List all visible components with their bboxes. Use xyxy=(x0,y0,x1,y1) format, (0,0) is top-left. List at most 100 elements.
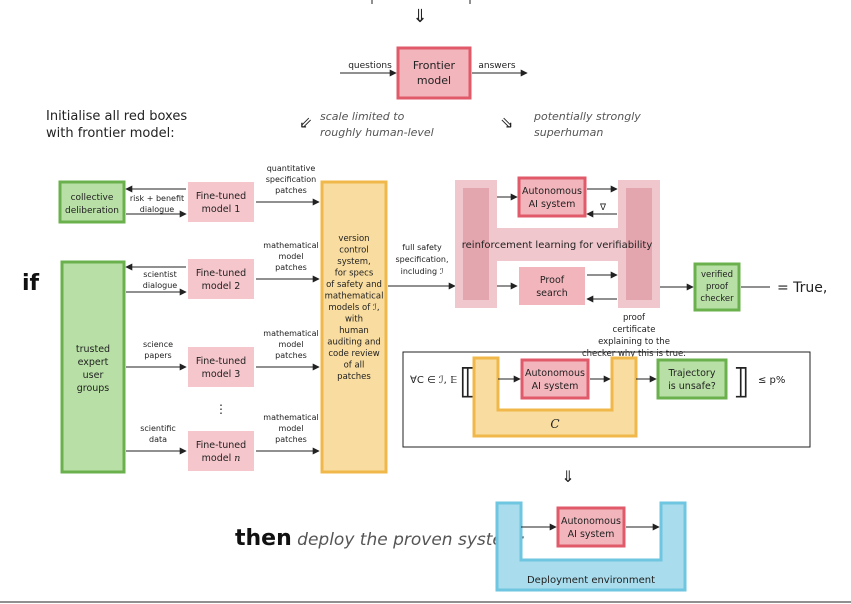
fine-tuned-model-2-box: Fine-tuned model 2 xyxy=(188,259,254,299)
right-note-1: potentially strongly xyxy=(533,110,641,123)
svg-text:patches: patches xyxy=(275,186,307,195)
fine-tuned-model-n-box: Fine-tuned model n xyxy=(188,431,254,471)
svg-text:model n: model n xyxy=(202,453,241,464)
svg-text:is unsafe?: is unsafe? xyxy=(668,381,716,392)
deploy-env-label: Deployment environment xyxy=(527,575,655,586)
right-note-2: superhuman xyxy=(534,126,603,139)
svg-text:Autonomous: Autonomous xyxy=(525,368,585,379)
svg-text:model: model xyxy=(279,340,304,349)
autonomous-ai-box-deploy: Autonomous AI system xyxy=(556,506,626,548)
svg-text:specification: specification xyxy=(266,175,316,184)
svg-text:AI system: AI system xyxy=(532,381,579,392)
then-line: then deploy the proven system: xyxy=(235,526,525,551)
vcs-line: of safety and xyxy=(326,280,382,290)
svg-text:dialogue: dialogue xyxy=(143,281,177,290)
svg-text:expert: expert xyxy=(78,357,109,368)
svg-text:Fine-tuned: Fine-tuned xyxy=(196,356,246,367)
then-rest: deploy the proven system: xyxy=(292,530,525,550)
svg-text:AI system: AI system xyxy=(529,199,576,210)
then-word: then xyxy=(235,526,292,551)
svg-text:groups: groups xyxy=(77,383,110,394)
svg-text:patches: patches xyxy=(275,263,307,272)
fine-tuned-model-3-box: Fine-tuned model 3 xyxy=(188,347,254,387)
init-text-2: with frontier model: xyxy=(46,126,175,141)
svg-text:certificate: certificate xyxy=(613,325,656,335)
rl-verifiability-block: reinforcement learning for verifiability xyxy=(455,180,660,308)
autonomous-ai-box-top: Autonomous AI system xyxy=(517,176,587,218)
ftn-var: n xyxy=(234,453,240,464)
init-text-1: Initialise all red boxes xyxy=(46,109,187,124)
down-right-arrow: ⇘ xyxy=(500,113,513,132)
down-left-arrow: ⇙ xyxy=(299,113,312,132)
svg-text:model 3: model 3 xyxy=(202,369,241,380)
vcs-line: mathematical xyxy=(325,292,384,302)
answers-label: answers xyxy=(478,61,516,71)
ftn-label-2: model xyxy=(202,453,235,464)
svg-text:mathematical: mathematical xyxy=(263,241,318,250)
svg-text:proof: proof xyxy=(706,282,729,292)
svg-text:mathematical: mathematical xyxy=(263,413,318,422)
c-shape xyxy=(472,356,638,438)
vcs-line: code review xyxy=(328,349,379,359)
left-note-1: scale limited to xyxy=(320,110,405,123)
risk-label-1: risk + benefit xyxy=(130,194,184,203)
frontier-label-2: model xyxy=(417,74,451,87)
left-note-2: roughly human-level xyxy=(320,126,434,139)
svg-text:model: model xyxy=(279,252,304,261)
vcs-line: with xyxy=(345,315,363,325)
trajectory-unsafe-box: Trajectory is unsafe? xyxy=(656,358,728,400)
svg-text:mathematical: mathematical xyxy=(263,329,318,338)
svg-text:Autonomous: Autonomous xyxy=(561,516,621,527)
collective-2: deliberation xyxy=(65,206,119,216)
nabla-symbol: ∇ xyxy=(599,203,607,213)
svg-text:specification,: specification, xyxy=(396,255,449,264)
svg-text:quantitative: quantitative xyxy=(267,164,316,173)
right-bracket: ⟧ xyxy=(733,362,750,402)
collective-deliberation-box: collective deliberation xyxy=(58,180,126,224)
deployment-environment: Deployment environment Autonomous AI sys… xyxy=(495,501,687,592)
top-fragment xyxy=(371,0,471,4)
svg-text:data: data xyxy=(149,435,167,444)
frontier-label-1: Frontier xyxy=(413,59,456,72)
if-keyword: if xyxy=(22,271,40,296)
svg-text:verified: verified xyxy=(701,270,733,280)
down-double-arrow-2: ⇓ xyxy=(561,467,574,486)
vcs-line: control xyxy=(339,246,368,256)
svg-text:Trajectory: Trajectory xyxy=(668,368,716,379)
risk-label-2: dialogue xyxy=(140,205,174,214)
equals-true: = True, xyxy=(777,280,827,296)
vcs-line: system, xyxy=(337,257,370,267)
vcs-line: patches xyxy=(337,372,371,382)
questions-label: questions xyxy=(348,61,392,71)
svg-text:Fine-tuned: Fine-tuned xyxy=(196,191,246,202)
svg-text:full safety: full safety xyxy=(402,243,442,252)
c-label: C xyxy=(550,417,559,431)
svg-text:Fine-tuned: Fine-tuned xyxy=(196,440,246,451)
svg-text:search: search xyxy=(536,288,568,299)
left-bracket: ⟦ xyxy=(459,362,476,402)
vcs-line: of all xyxy=(344,361,365,371)
svg-text:patches: patches xyxy=(275,351,307,360)
vcs-line: models of ℐ, xyxy=(328,303,379,313)
svg-text:checker: checker xyxy=(700,294,734,304)
svg-text:checker why this is true:: checker why this is true: xyxy=(582,349,686,359)
svg-text:science: science xyxy=(143,340,173,349)
trusted-expert-box: trusted expert user groups xyxy=(60,260,126,474)
formula-left: ∀C ∈ ℐ, 𝔼 xyxy=(410,375,457,386)
svg-text:Fine-tuned: Fine-tuned xyxy=(196,268,246,279)
svg-text:including ℐ: including ℐ xyxy=(401,267,444,276)
svg-text:explaining to the: explaining to the xyxy=(598,337,670,347)
svg-text:scientist: scientist xyxy=(143,270,176,279)
formula-box: ∀C ∈ ℐ, 𝔼 ⟦ C Autonomous AI system Traje… xyxy=(402,351,811,448)
vcs-line: for specs xyxy=(335,269,374,279)
svg-text:model 1: model 1 xyxy=(202,204,241,215)
frontier-model-box: Frontier model xyxy=(396,46,472,100)
svg-text:Proof: Proof xyxy=(540,275,565,286)
svg-text:patches: patches xyxy=(275,435,307,444)
svg-text:trusted: trusted xyxy=(76,344,110,355)
down-double-arrow: ⇓ xyxy=(412,6,427,27)
vcs-line: version xyxy=(338,234,369,244)
svg-text:Autonomous: Autonomous xyxy=(522,186,582,197)
svg-text:model 2: model 2 xyxy=(202,281,241,292)
